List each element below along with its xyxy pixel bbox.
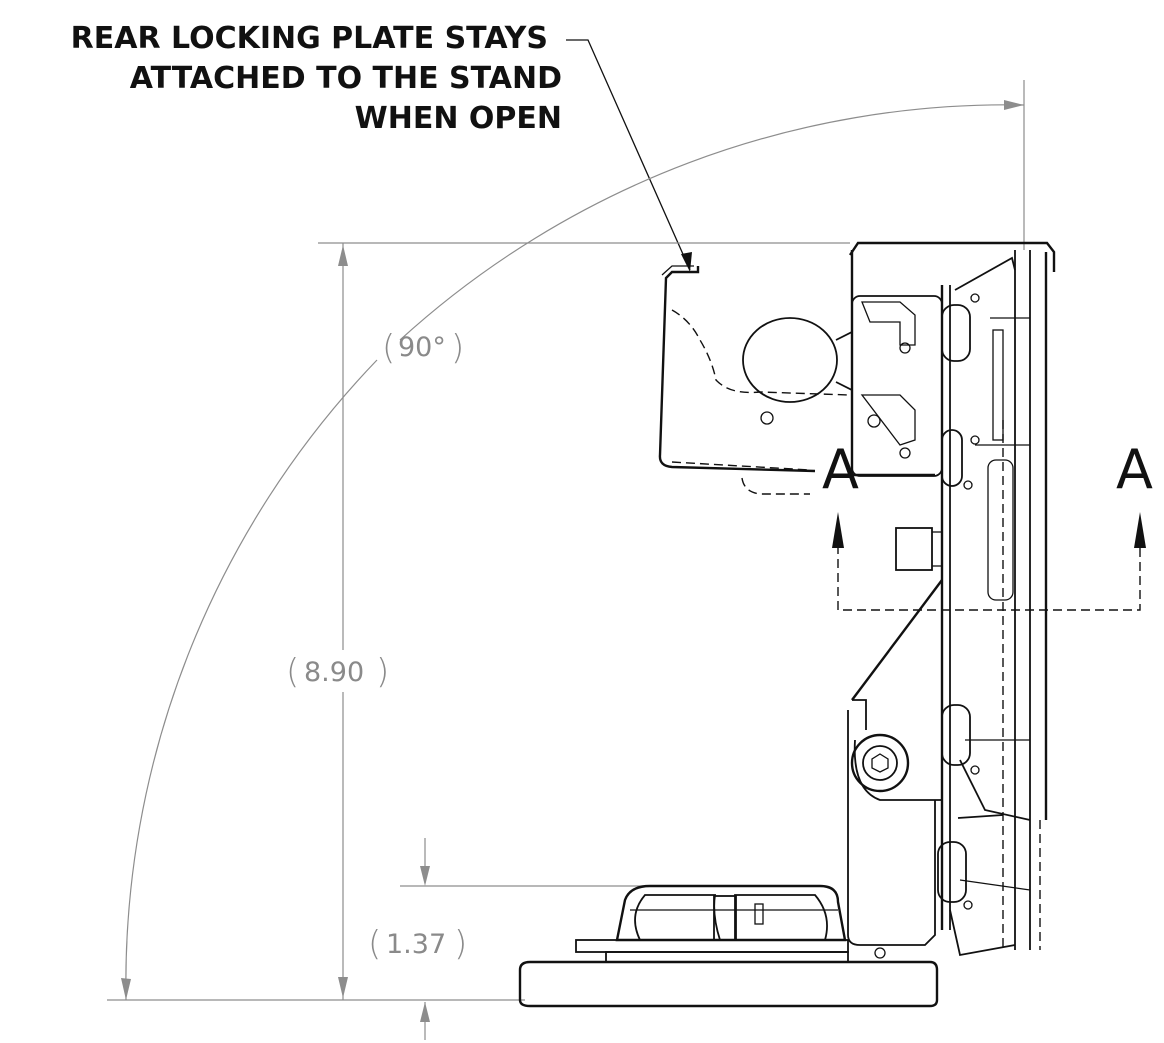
section-label-left: A xyxy=(822,438,859,501)
base-height-dimension: ( 1.37 ) xyxy=(368,838,660,1040)
height-dimension: ( 8.90 ) xyxy=(107,242,850,1001)
base-assembly xyxy=(518,884,939,1008)
svg-text:(: ( xyxy=(382,328,395,368)
callout-line-1: REAR LOCKING PLATE STAYS xyxy=(71,21,548,56)
angle-value: 90° xyxy=(398,332,446,363)
callout-leader xyxy=(566,39,692,272)
base-height-value: 1.37 xyxy=(386,929,446,960)
svg-text:): ) xyxy=(454,924,467,964)
callout-line-3: WHEN OPEN xyxy=(355,101,562,136)
callout-line-2: ATTACHED TO THE STAND xyxy=(130,61,562,96)
svg-text:): ) xyxy=(451,328,464,368)
angle-dimension: ( 90° ) xyxy=(121,80,1025,1001)
leader-arrowhead xyxy=(681,252,692,272)
height-value: 8.90 xyxy=(304,657,364,688)
section-label-right: A xyxy=(1116,438,1153,501)
stand-body xyxy=(847,241,1056,957)
callout-note: REAR LOCKING PLATE STAYS ATTACHED TO THE… xyxy=(71,21,562,136)
svg-text:(: ( xyxy=(368,924,381,964)
svg-text:(: ( xyxy=(286,652,299,692)
svg-text:): ) xyxy=(376,652,389,692)
